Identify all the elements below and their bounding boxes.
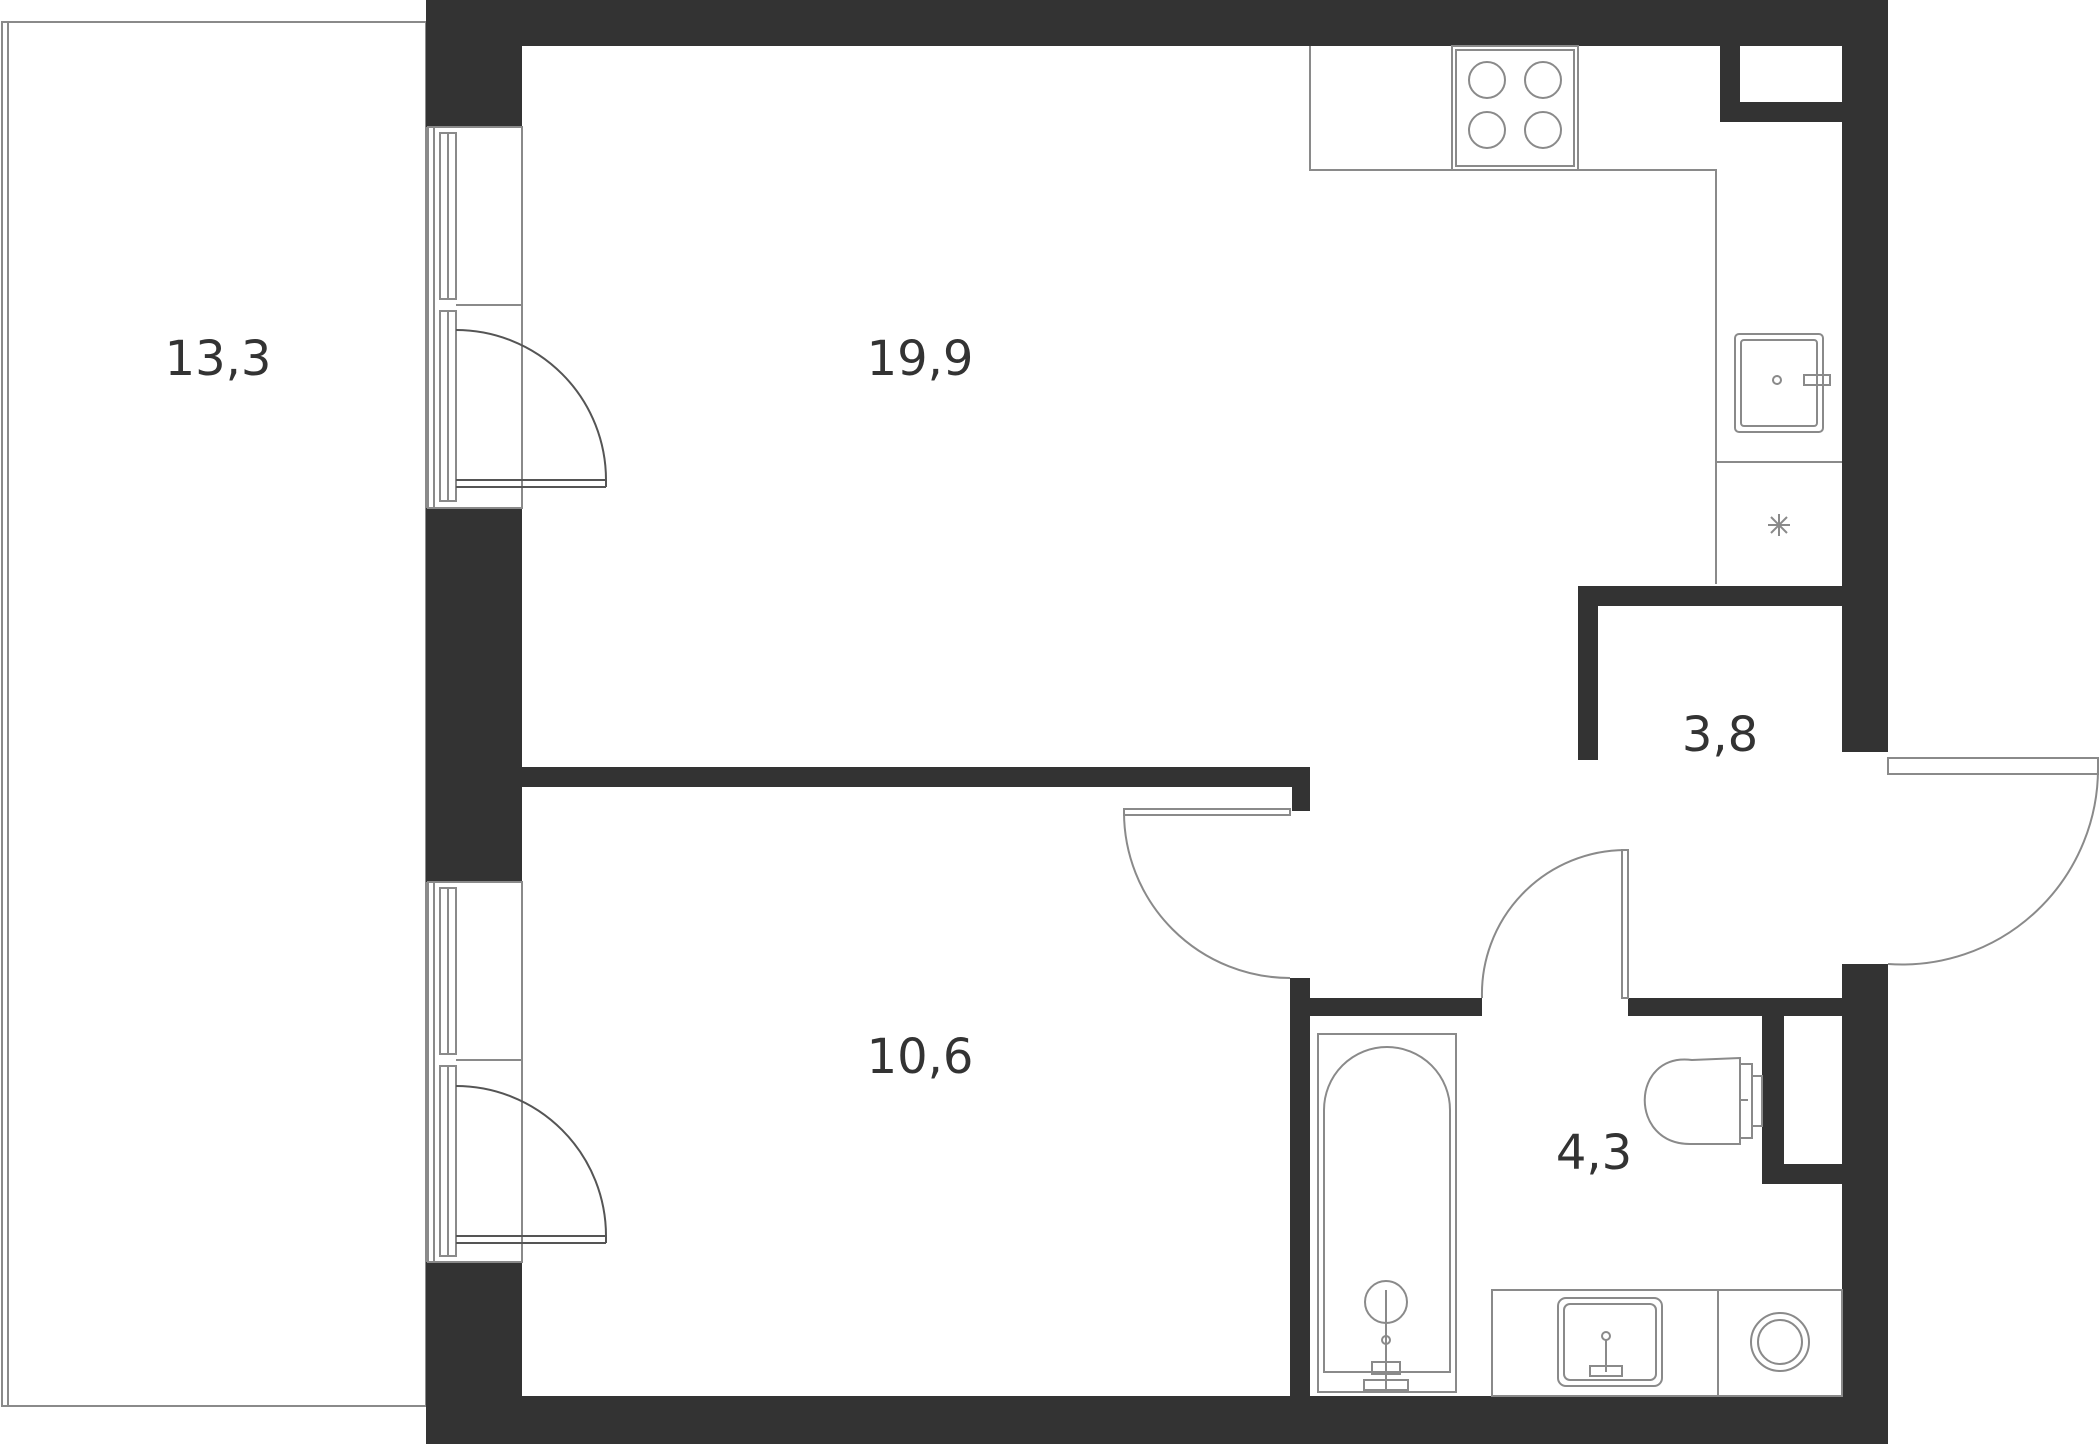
washing-machine-icon bbox=[1750, 1312, 1810, 1372]
kitchen-sink-icon bbox=[1734, 333, 1831, 433]
living-room-area-label: 19,9 bbox=[867, 331, 974, 387]
washbasin-icon bbox=[1557, 1297, 1663, 1387]
door-swings bbox=[455, 329, 607, 1244]
vanity-counter bbox=[1491, 1289, 1843, 1397]
kitchen-counter bbox=[1309, 46, 1842, 584]
toilet-icon bbox=[1643, 1056, 1763, 1146]
balcony-area-label: 13,3 bbox=[165, 331, 272, 387]
windows bbox=[427, 126, 523, 1263]
bedroom-area-label: 10,6 bbox=[867, 1029, 974, 1085]
interior-door-swings bbox=[1123, 757, 2100, 999]
bathroom-area-label: 4,3 bbox=[1556, 1125, 1632, 1181]
bathtub-icon bbox=[1317, 1033, 1457, 1393]
stove-icon bbox=[1451, 45, 1579, 171]
walls bbox=[426, 0, 1888, 1444]
hallway-area-label: 3,8 bbox=[1682, 707, 1758, 763]
balcony bbox=[1, 21, 427, 1407]
fridge-icon bbox=[1768, 514, 1790, 536]
